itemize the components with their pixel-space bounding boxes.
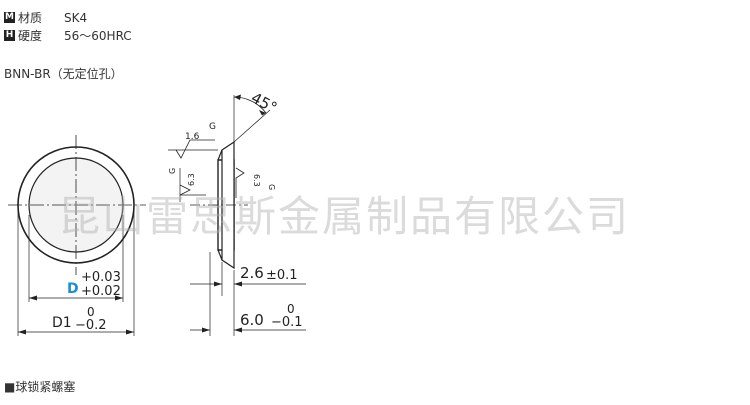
- d-arrow-left: [29, 295, 37, 301]
- thickness-arrow-right: [234, 281, 242, 287]
- product-label: ■球锁紧螺塞: [4, 380, 76, 394]
- model-label: BNN-BR（无定位孔）: [4, 67, 123, 81]
- thickness-value: 2.6: [240, 264, 264, 282]
- roughness-left-g: G: [168, 168, 177, 174]
- hardness-tag-icon: H: [4, 30, 15, 41]
- d-name: D: [67, 281, 79, 297]
- d-tol-upper: +0.03: [81, 270, 121, 285]
- length-tol-upper: 0: [287, 302, 295, 316]
- side-chamfer-top: [217, 149, 223, 161]
- spec-material: M 材质 SK4: [4, 9, 87, 26]
- thickness-tol: ±0.1: [266, 268, 298, 283]
- length-arrow-left: [202, 327, 210, 333]
- angle-label: 45°: [248, 89, 280, 117]
- d-tol-lower: +0.02: [81, 284, 121, 299]
- length-value: 6.0: [240, 311, 264, 329]
- d-arrow-right: [115, 295, 123, 301]
- material-tag-icon: M: [4, 12, 15, 23]
- watermark-text: 昆山雷思斯金属制品有限公司: [58, 192, 631, 241]
- d1-arrow-left: [18, 329, 26, 335]
- material-value: SK4: [64, 10, 88, 25]
- thickness-arrow-left: [214, 281, 222, 287]
- spec-hardness: H 硬度 56～60HRC: [4, 27, 132, 44]
- angle-arrow-right: [259, 110, 266, 116]
- angle-ext-slant: [233, 109, 271, 143]
- length-arrow-right: [234, 327, 242, 333]
- length-tol-lower: −0.1: [271, 315, 303, 330]
- hardness-label: 硬度: [18, 29, 43, 43]
- roughness-right-value: 6.3: [252, 174, 261, 187]
- material-label: 材质: [18, 11, 43, 25]
- roughness-left-value: 6.3: [187, 173, 196, 186]
- roughness-right-symbol: [235, 167, 245, 198]
- d1-arrow-right: [126, 329, 134, 335]
- roughness-right-g: G: [267, 184, 276, 190]
- d1-tol-upper: 0: [87, 305, 95, 319]
- roughness-top-value: 1.6: [185, 132, 200, 142]
- angle-arrow-left: [234, 94, 241, 100]
- d1-name: D1: [52, 315, 72, 331]
- d1-tol-lower: −0.2: [75, 318, 107, 333]
- roughness-top-g: G: [209, 122, 216, 132]
- side-chamfer-bottom: [217, 249, 223, 261]
- roughness-top-symbol: [175, 139, 215, 159]
- roughness-left-symbol: [179, 184, 206, 196]
- hardness-value: 56～60HRC: [64, 29, 132, 43]
